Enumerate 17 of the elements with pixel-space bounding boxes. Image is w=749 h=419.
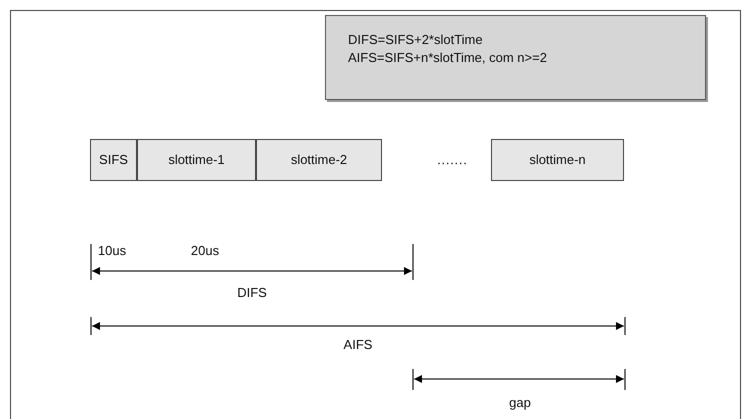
- slot-label: slottime-1: [168, 151, 225, 170]
- ellipsis-dots: ·······: [436, 155, 468, 171]
- time-slot-box: [491, 139, 624, 181]
- duration-label: 20us: [190, 243, 220, 259]
- interval-label: gap: [509, 395, 531, 411]
- note-box: [325, 15, 706, 100]
- formula-text: DIFS=SIFS+2*slotTime: [348, 30, 484, 48]
- time-slot-box: [137, 139, 256, 181]
- slot-label: slottime-2: [290, 151, 348, 170]
- time-slot-box: [256, 139, 382, 181]
- time-slot-box: [90, 139, 137, 181]
- slot-label: SIFS: [99, 151, 128, 170]
- duration-label: 10us: [98, 243, 126, 259]
- slot-label: slottime-n: [529, 151, 586, 170]
- interval-label: AIFS: [344, 337, 372, 353]
- formula-text: AIFS=SIFS+n*slotTime, com n>=2: [348, 48, 548, 66]
- interval-label: DIFS: [237, 285, 267, 301]
